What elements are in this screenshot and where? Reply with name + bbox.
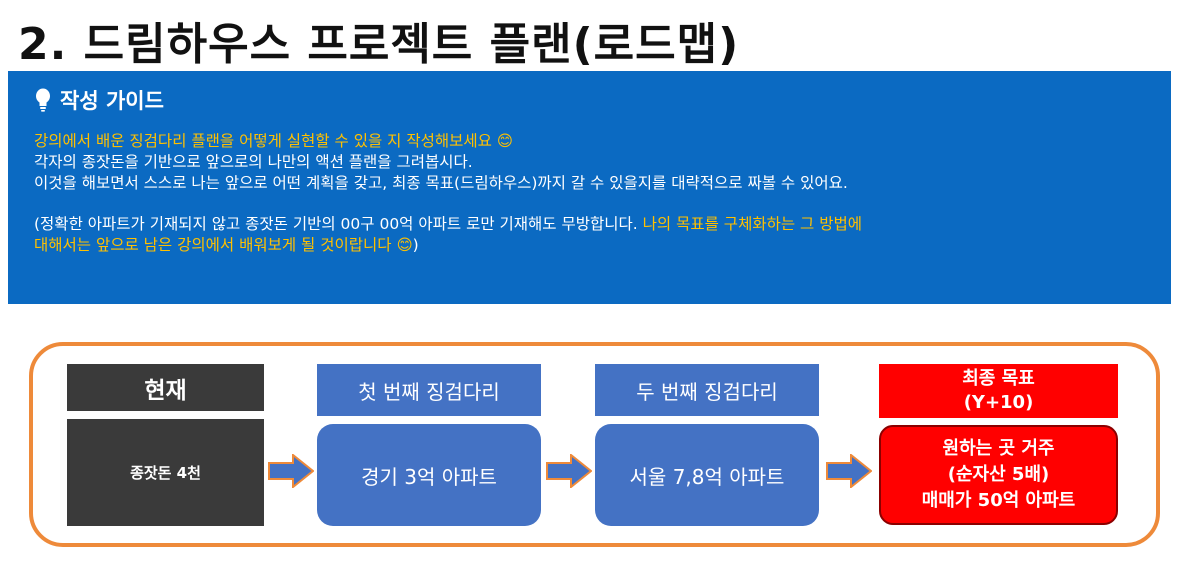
arrow-right-icon: [546, 454, 592, 488]
guide-note-end: ): [412, 236, 419, 254]
lightbulb-icon: [36, 88, 50, 112]
goal-header-title: 최종 목표: [962, 368, 1035, 389]
goal-header: 최종 목표 (Y+10): [879, 364, 1118, 418]
goal-value-line-2: (순자산 5배): [947, 464, 1050, 485]
guide-note-text: (정확한 아파트가 기재되지 않고 종잣돈 기반의 00구 00억 아파트 로만…: [34, 215, 643, 233]
step1-value: 경기 3억 아파트: [317, 424, 541, 526]
guide-body: 강의에서 배운 징검다리 플랜을 어떻게 실현할 수 있을 지 작성해보세요 😊…: [34, 131, 1145, 256]
arrow-right-icon: [268, 454, 314, 488]
step1-header: 첫 번째 징검다리: [317, 364, 541, 416]
goal-value: 원하는 곳 거주 (순자산 5배) 매매가 50억 아파트: [879, 425, 1118, 525]
guide-line-3: 이것을 해보면서 스스로 나는 앞으로 어떤 계획을 갖고, 최종 목표(드림하…: [34, 174, 848, 192]
current-header: 현재: [67, 364, 264, 411]
step2-header: 두 번째 징검다리: [595, 364, 819, 416]
arrow-right-icon: [826, 454, 872, 488]
guide-note-highlight-2: 대해서는 앞으로 남은 강의에서 배워보게 될 것이랍니다 😊: [34, 236, 413, 254]
guide-note-line-1: (정확한 아파트가 기재되지 않고 종잣돈 기반의 00구 00억 아파트 로만…: [34, 214, 1145, 235]
guide-line-1: 강의에서 배운 징검다리 플랜을 어떻게 실현할 수 있을 지 작성해보세요 😊: [34, 132, 513, 150]
guide-line-2: 각자의 종잣돈을 기반으로 앞으로의 나만의 액션 플랜을 그려봅시다.: [34, 153, 473, 171]
page-title: 2. 드림하우스 프로젝트 플랜(로드맵): [18, 19, 740, 70]
goal-header-period: (Y+10): [963, 392, 1034, 413]
guide-heading: 작성 가이드: [34, 85, 1145, 115]
step2-value: 서울 7,8억 아파트: [595, 424, 819, 526]
roadmap-frame: [29, 342, 1160, 547]
goal-value-line-1: 원하는 곳 거주: [942, 438, 1055, 459]
writing-guide-panel: 작성 가이드 강의에서 배운 징검다리 플랜을 어떻게 실현할 수 있을 지 작…: [8, 71, 1171, 304]
guide-note-line-2: 대해서는 앞으로 남은 강의에서 배워보게 될 것이랍니다 😊): [34, 235, 1145, 256]
guide-note-highlight-1: 나의 목표를 구체화하는 그 방법에: [642, 215, 863, 233]
guide-heading-label: 작성 가이드: [60, 89, 164, 113]
current-value: 종잣돈 4천: [67, 419, 264, 526]
goal-value-line-3: 매매가 50억 아파트: [921, 490, 1076, 511]
